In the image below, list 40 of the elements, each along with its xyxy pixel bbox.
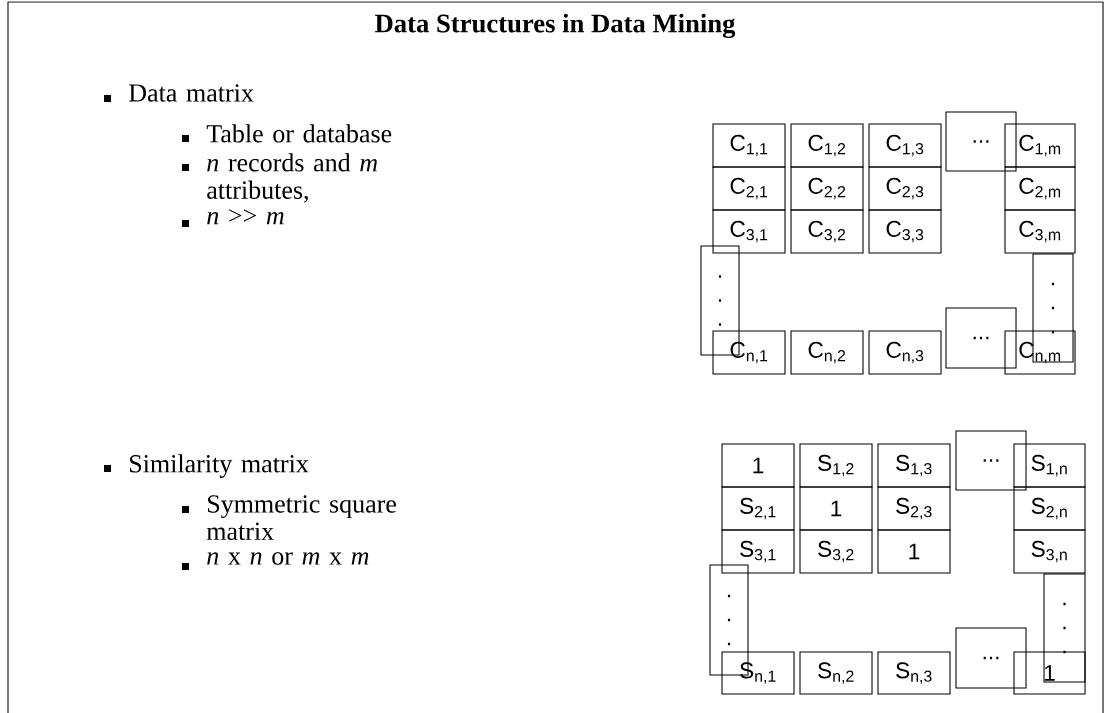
matrix-cell: S$_{2,n}$ — [1013, 486, 1086, 531]
matrix-cell: S$_{1,n}$ — [1013, 443, 1086, 488]
bullet-text: n >> m — [207, 209, 284, 225]
matrix-cell: C$_{n,2}$ — [790, 330, 864, 375]
matrix-cell: S$_{n,3}$ — [877, 651, 951, 695]
matrix-cell: C$_{3,1}$ — [712, 209, 786, 254]
matrix-cell: S$_{3,2}$ — [799, 529, 873, 574]
bullet-text: Data matrix — [129, 84, 254, 102]
matrix-cell: S$_{2,1}$ — [721, 486, 795, 531]
bullet-text: n x n or m x m — [207, 552, 369, 565]
matrix-cell: C$_{2,1}$ — [712, 166, 786, 211]
bullet-text: Similarity matrix — [130, 454, 309, 478]
matrix-cell: S$_{2,3}$ — [877, 486, 951, 531]
matrix-cell: S$_{1,3}$ — [877, 443, 951, 488]
matrix-cell: S$_{1,2}$ — [799, 443, 873, 488]
ellipsis-box: ... — [945, 307, 1017, 369]
matrix-cell: S$_{3,n}$ — [1013, 529, 1086, 574]
matrix-cell: S$_{n,2}$ — [799, 651, 873, 695]
matrix-cell: C$_{2,3}$ — [868, 166, 942, 211]
ellipsis-box: ... — [955, 430, 1027, 491]
matrix-cell: C$_{n,1}$ — [712, 330, 786, 375]
matrix-cell: 1 — [877, 529, 951, 574]
matrix-cell: C$_{1,1}$ — [712, 123, 786, 168]
ellipsis-box: ... — [945, 111, 1017, 172]
matrix-cell: C$_{3,2}$ — [790, 209, 864, 254]
matrix-cell: C$_{1,m}$ — [1004, 123, 1076, 168]
matrix-cell: S$_{n,1}$ — [721, 651, 795, 695]
bullet-text: Table or database — [206, 124, 392, 143]
matrix-cell: C$_{3,m}$ — [1004, 209, 1076, 254]
ellipsis-box: ... — [955, 627, 1027, 689]
title: Data Structures in Data Mining — [374, 13, 736, 39]
matrix-cell: C$_{n,3}$ — [868, 330, 942, 375]
matrix-cell: C$_{1,3}$ — [868, 123, 942, 168]
matrix-cell: 1 — [799, 486, 873, 531]
matrix-cell: C$_{2,2}$ — [790, 166, 864, 211]
matrix-cell: S$_{3,1}$ — [721, 529, 795, 574]
matrix-cell: 1 — [721, 443, 795, 488]
matrix-cell: C$_{2,m}$ — [1004, 166, 1076, 211]
matrix-cell: C$_{3,3}$ — [868, 209, 942, 254]
matrix-cell: C$_{1,2}$ — [790, 123, 864, 168]
